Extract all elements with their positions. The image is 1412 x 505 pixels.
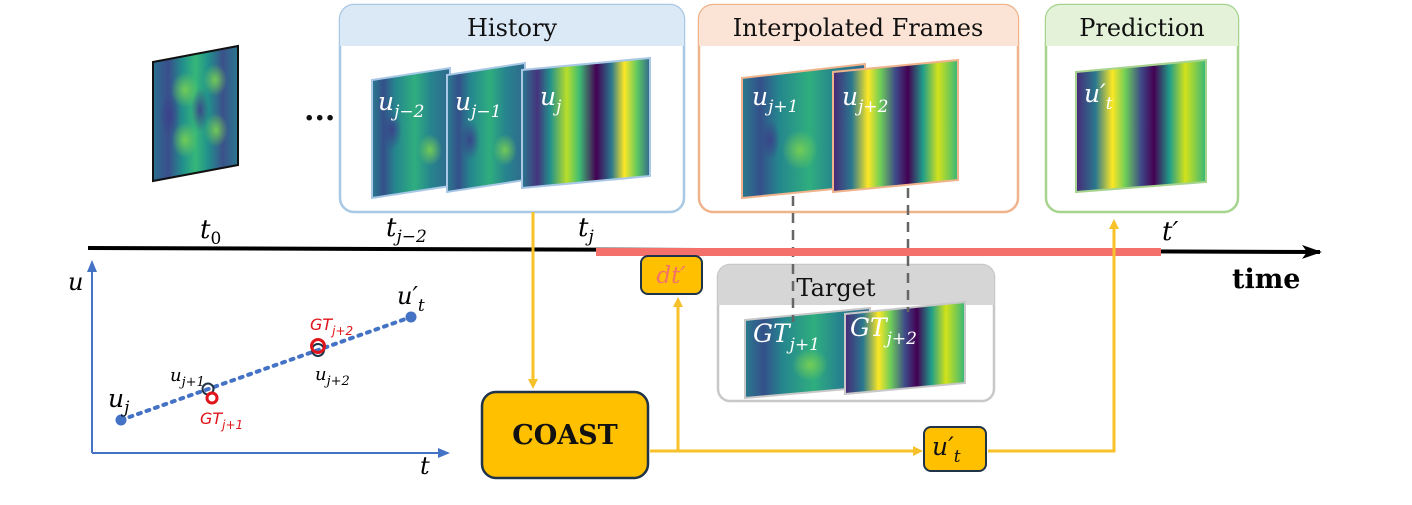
interpolated-panel: Interpolated Frames uj+1 uj+2 [697, 3, 1020, 214]
point-uj [115, 414, 127, 426]
svg-text:uj+1: uj+1 [170, 365, 205, 390]
history-frame-3: uj [521, 56, 651, 190]
svg-text:u′t: u′t [932, 432, 961, 467]
svg-text:GTj+1: GTj+1 [753, 319, 820, 355]
interpolated-title: Interpolated Frames [733, 14, 984, 42]
frame-label-sub: j−2 [390, 102, 424, 122]
timeline: time t0 tj−2 tj t′ [87, 213, 1322, 295]
frame-label-sub: j [552, 97, 562, 117]
prediction-panel: Prediction u′t [1044, 3, 1240, 214]
inset-x-label: t [420, 452, 430, 480]
flow-arrows [528, 212, 1119, 456]
frame-label-sub: j−1 [467, 102, 501, 122]
prediction-frame: u′t [1075, 58, 1207, 194]
dt-prime-label: dt′ [656, 263, 686, 289]
frame-label-base: u [455, 87, 471, 116]
interpolation-line [119, 315, 413, 422]
history-panel: History uj−2 uj−1 uj [338, 3, 686, 214]
frame-label-base: u [752, 82, 768, 111]
inset-y-label: u [68, 268, 83, 296]
frame-label-sub: t [1106, 94, 1113, 114]
coast-label: COAST [512, 420, 618, 451]
frame-label-sub: j+2 [854, 97, 888, 117]
coast-model-box: COAST [480, 390, 650, 480]
svg-text:tj−2: tj−2 [386, 213, 427, 247]
svg-text:GTj+2: GTj+2 [310, 315, 353, 338]
history-frame-2: uj−1 [446, 61, 526, 194]
frame-label-base: u [378, 87, 394, 116]
svg-text:GTj+1: GTj+1 [200, 409, 243, 432]
tick-tj-base: t [578, 213, 589, 243]
label-uj2-base: u [315, 364, 327, 385]
svg-text:u′t: u′t [1084, 79, 1113, 114]
target-title: Target [796, 274, 875, 302]
tick-t0-sub: 0 [210, 229, 221, 249]
target-panel: Target GTj+1 GTj+2 [716, 263, 996, 403]
frame-label-base: GT [850, 313, 889, 342]
svg-text:GTj+2: GTj+2 [850, 313, 917, 349]
svg-text:uj: uj [108, 384, 130, 418]
svg-text:u′t: u′t [397, 282, 425, 316]
svg-text:uj: uj [540, 82, 562, 117]
frame-label-base: u [842, 82, 858, 111]
svg-text:t0: t0 [200, 215, 221, 249]
svg-text:uj+2: uj+2 [842, 82, 888, 117]
prediction-title: Prediction [1079, 14, 1205, 42]
label-gt1-base: GT [200, 409, 223, 428]
tick-t0-base: t [200, 215, 211, 245]
label-gt1-sub: j+1 [220, 418, 243, 432]
initial-frame [152, 44, 239, 183]
history-title: History [467, 14, 557, 42]
frame-label-sub: j+1 [764, 97, 798, 117]
ut-sub: t [954, 447, 961, 467]
point-gt1 [205, 391, 219, 405]
label-gt2-sub: j+2 [330, 324, 353, 338]
frame-label-base: GT [753, 319, 792, 348]
label-uj-base: u [108, 384, 124, 413]
label-uj1-sub: j+1 [179, 375, 205, 390]
frame-label-sub: j+2 [883, 329, 917, 349]
label-ut-base: u′ [397, 282, 418, 310]
target-frame-2: GTj+2 [844, 300, 966, 396]
svg-text:uj+2: uj+2 [315, 364, 350, 389]
forecast-interval-bar [596, 248, 1161, 256]
interpolated-frame-2: uj+2 [832, 58, 959, 194]
history-frame-1: uj−2 [371, 66, 451, 200]
dt-prime-box: dt′ [640, 255, 703, 295]
point-ut [405, 311, 417, 323]
label-ut-sub: t [418, 296, 425, 316]
inset-plot: u t uj uj+1 GTj+1 uj+2 GTj+2 u′t [68, 260, 450, 480]
ut-prediction-box: u′t [923, 426, 987, 472]
ellipsis: ... [304, 93, 335, 128]
tick-tj-sub: j [584, 227, 594, 247]
point-gt2 [310, 338, 326, 354]
svg-text:uj−2: uj−2 [378, 87, 424, 122]
label-gt2-base: GT [310, 315, 333, 334]
tick-tjm2-base: t [386, 213, 397, 243]
frame-label-base: u′ [1084, 79, 1106, 108]
time-axis-label: time [1232, 264, 1300, 295]
ut-base: u′ [932, 432, 954, 461]
label-uj-sub: j [120, 398, 130, 418]
tick-tprime: t′ [1162, 217, 1178, 247]
label-uj2-sub: j+2 [324, 374, 350, 389]
frame-label-sub: j+1 [786, 335, 820, 355]
frame-label-base: u [540, 82, 556, 111]
label-uj1-base: u [170, 365, 182, 386]
svg-text:uj+1: uj+1 [752, 82, 798, 117]
tick-tjm2-sub: j−2 [392, 227, 426, 247]
svg-text:tj: tj [578, 213, 594, 247]
svg-text:uj−1: uj−1 [455, 87, 501, 122]
